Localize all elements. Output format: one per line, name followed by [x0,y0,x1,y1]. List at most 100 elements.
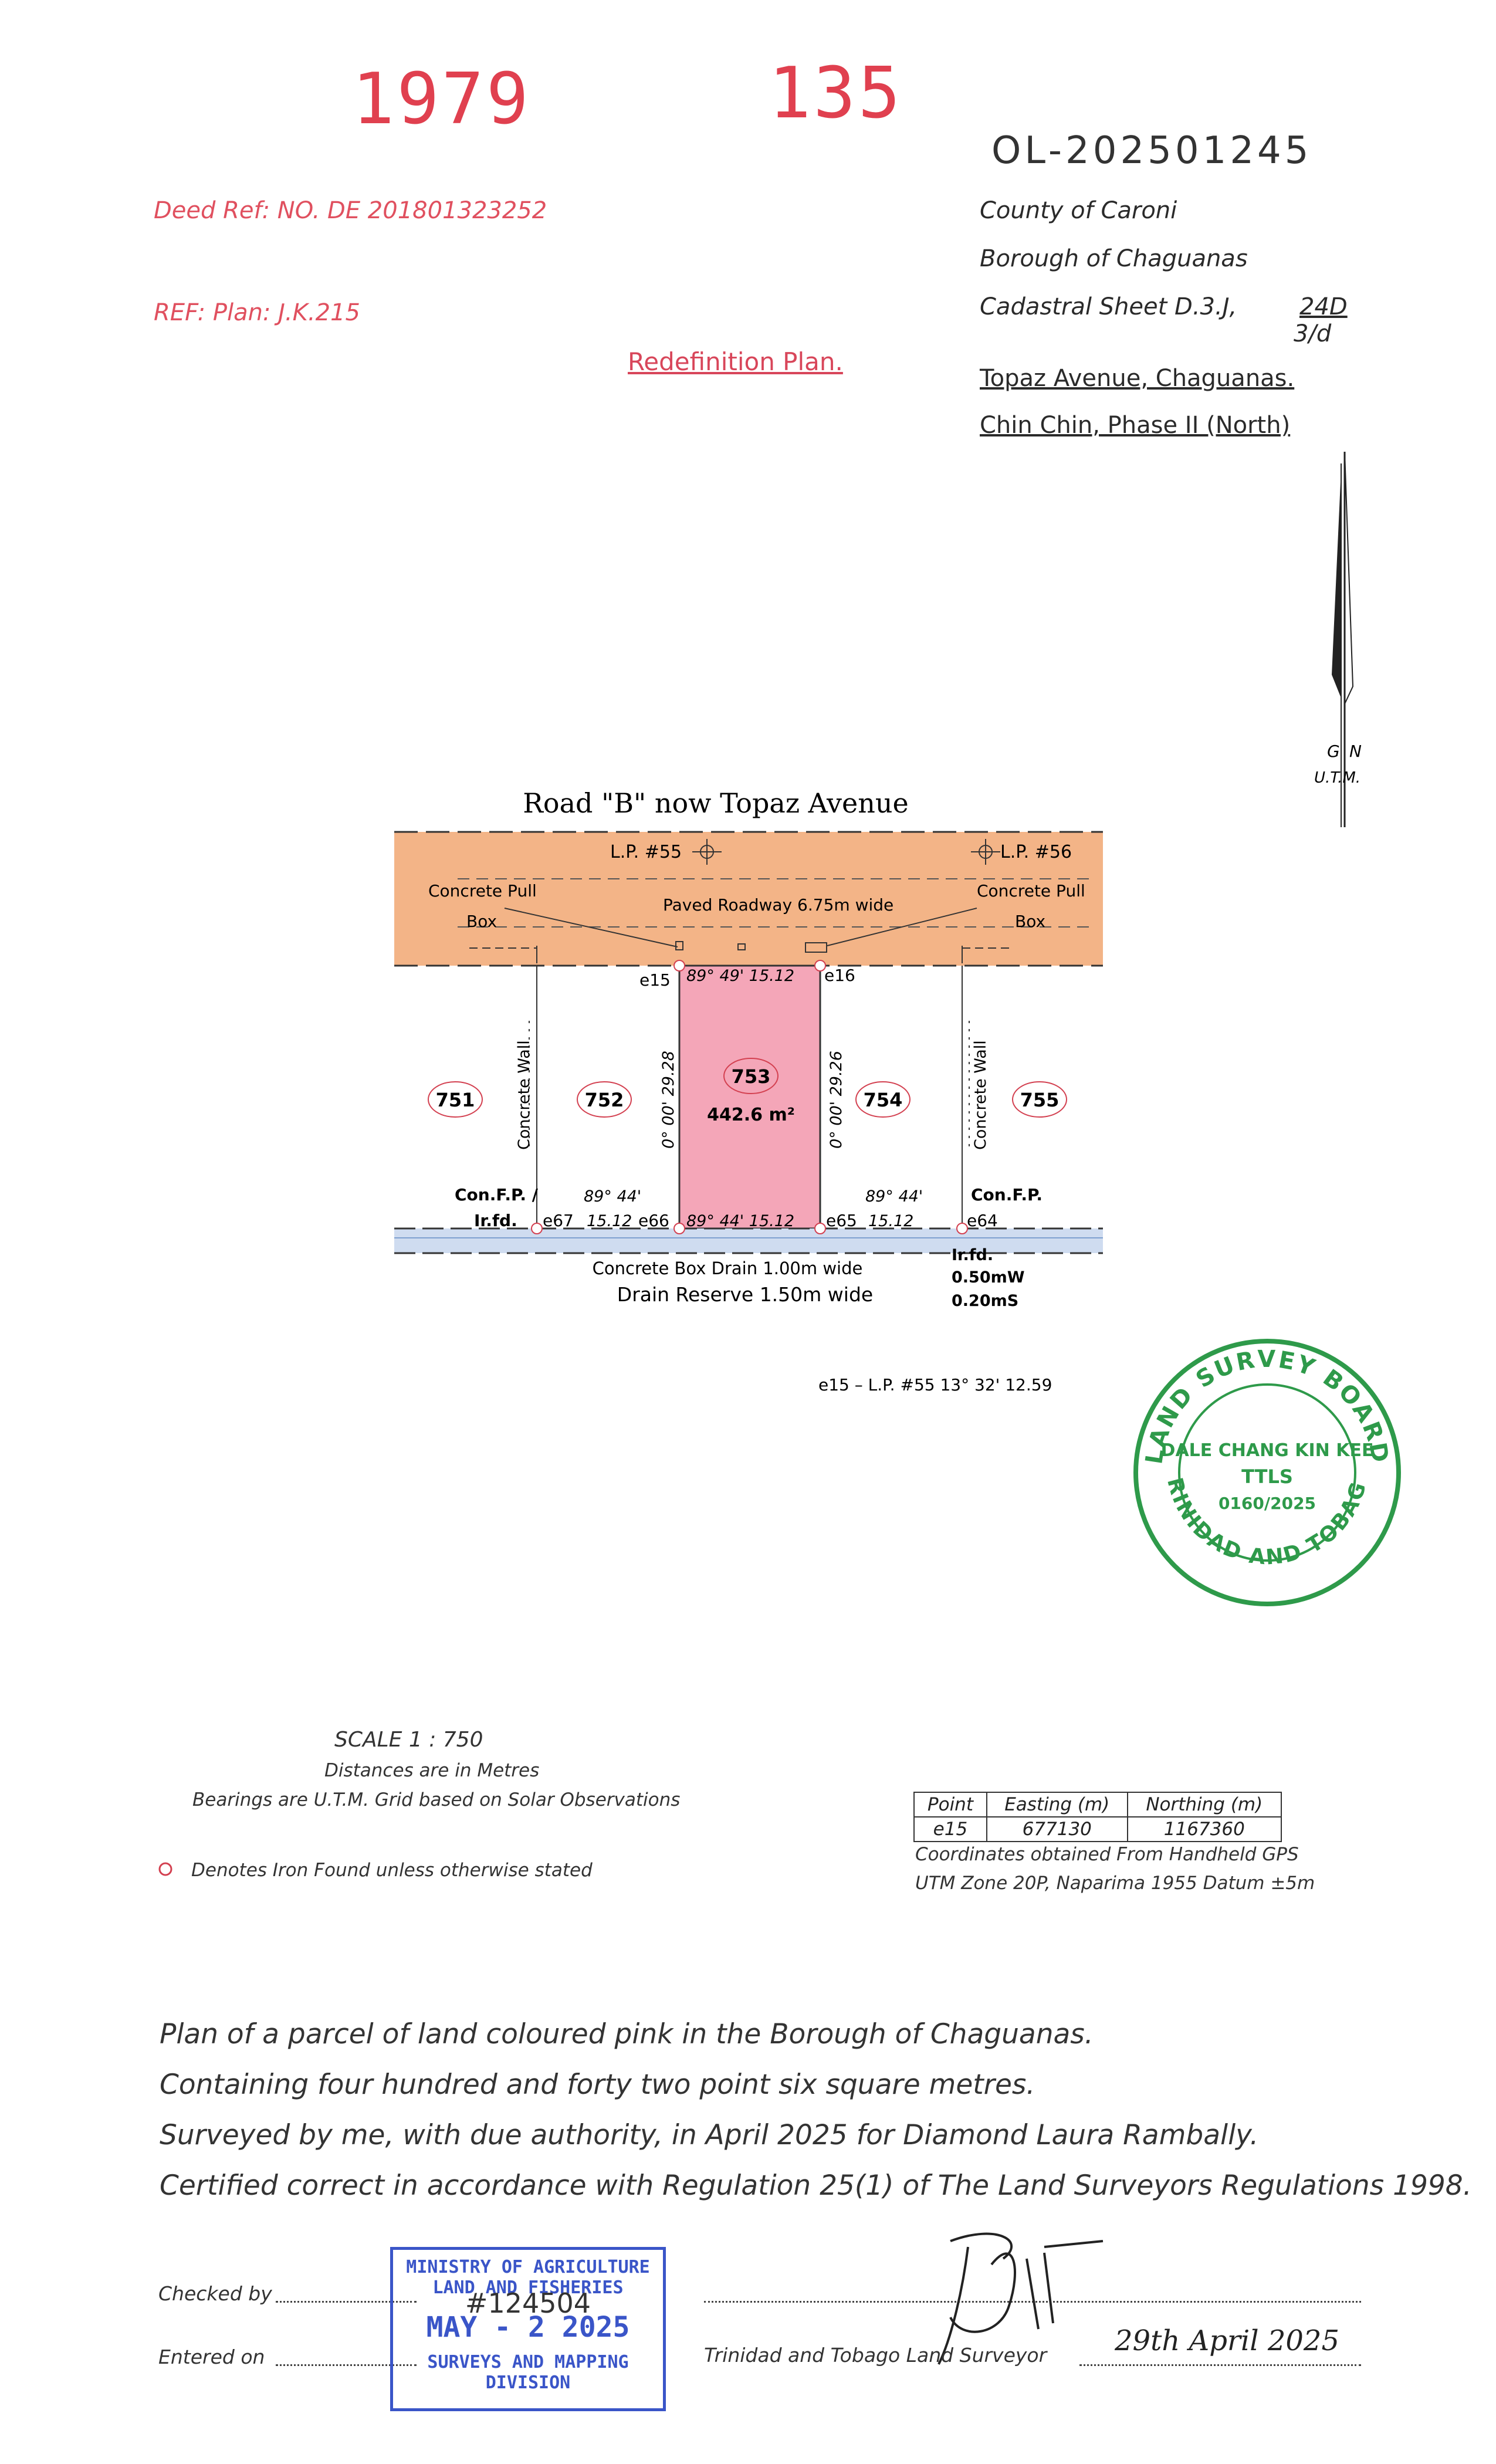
top-bearing: 89° 49' 15.12 [686,967,794,985]
iron-found-right: Ir.fd. [952,1246,993,1264]
pull-box-left-label: Concrete Pull [428,881,537,901]
surveyor-signature [937,2232,1104,2365]
table-row: e15 677130 1167360 [913,1816,1282,1842]
survey-plan: Road "B" now Topaz Avenue L.P. #55 L.P. … [394,787,1103,1395]
certificate-line-4: Certified correct in accordance with Reg… [160,2169,1472,2202]
coordinates-note-2: UTM Zone 20P, Naparima 1955 Datum ±5m [915,1873,1315,1894]
scale-label: SCALE 1 : 750 [334,1728,483,1752]
checked-by-line [276,2301,417,2303]
seal-name: DALE CHANG KIN KEE [1161,1440,1374,1461]
drain-reserve [394,1228,1103,1253]
pull-box-left-icon [675,941,683,950]
left-distance: 15.12 [587,1212,632,1230]
lot-753: 753 [732,1065,771,1088]
certificate-line-2: Containing four hundred and forty two po… [160,2069,1035,2101]
east-boundary: 0° 00' 29.26 [827,1051,845,1149]
address-line-2: Chin Chin, Phase II (North) [980,412,1291,439]
west-boundary: 0° 00' 29.28 [659,1051,678,1149]
plan-title: Redefinition Plan. [628,347,843,376]
iron-found-e15-icon [673,960,685,972]
cadastral-sheet-sub: 3/d [1294,320,1332,347]
drain-label: Concrete Box Drain 1.00m wide [593,1258,863,1278]
entered-on-label: Entered on [158,2345,265,2368]
pull-box-mid-icon [737,943,746,950]
coordinates-northing: 1167360 [1126,1816,1282,1842]
north-label-g: G [1327,742,1340,761]
borough: Borough of Chaguanas [980,245,1248,272]
land-survey-board-seal: LAND SURVEY BOARD TRINIDAD AND TOBAGO DA… [1126,1332,1401,1606]
certificate-text: Plan of a parcel of land coloured pink i… [160,2009,1472,2211]
cadastral-sheet-number: 24D [1299,293,1348,320]
certificate-line-1: Plan of a parcel of land coloured pink i… [160,2018,1094,2050]
ministry-stamp-line-2: LAND AND FISHERIES [432,2277,624,2298]
point-e15: e15 [639,970,671,990]
coordinates-header-point: Point [913,1792,987,1817]
north-arrow-icon: G N U.T.M. [1314,452,1362,827]
coordinates-table: Point Easting (m) Northing (m) e15 67713… [913,1792,1282,1842]
cadastral-sheet: Cadastral Sheet D.3.J, [980,293,1237,320]
coordinates-point: e15 [913,1816,987,1842]
lamp-post-56-icon [971,839,1000,865]
right-bearing: 89° 44' [865,1187,923,1206]
signed-date: 29th April 2025 [1115,2324,1339,2357]
pull-box-right-icon [805,942,827,953]
concrete-wall-right: Concrete Wall [972,1040,990,1150]
entered-on-line [276,2364,417,2366]
certificate-line-3: Surveyed by me, with due authority, in A… [160,2119,1259,2151]
north-label-n: N [1349,742,1362,761]
concrete-wall-left: Concrete Wall [515,1040,533,1150]
lamp-post-55-icon [692,839,722,865]
iron-found-legend: Denotes Iron Found unless otherwise stat… [191,1860,593,1881]
file-number: OL-202501245 [991,129,1312,172]
north-label-utm: U.T.M. [1314,769,1360,787]
bearings-note: Bearings are U.T.M. Grid based on Solar … [192,1789,681,1810]
roadway-label: Paved Roadway 6.75m wide [663,895,893,915]
ministry-stamp-handwritten: #124504 [465,2287,591,2319]
iron-found-e65-icon [814,1223,826,1234]
point-e67: e67 [543,1211,574,1230]
ministry-stamp: MINISTRY OF AGRICULTURE LAND AND FISHERI… [390,2247,666,2411]
bottom-bearing: 89° 44' 15.12 [686,1212,794,1230]
pull-box-right-label-2: Box [1015,912,1045,931]
stamp-number-left: 1979 [352,59,531,140]
coordinates-header-easting: Easting (m) [986,1792,1128,1817]
address-line-1: Topaz Avenue, Chaguanas. [980,365,1295,392]
seal-license: 0160/2025 [1219,1494,1316,1513]
checked-by-label: Checked by [158,2282,272,2305]
lamp-post-55-label: L.P. #55 [610,842,682,862]
right-distance: 15.12 [868,1212,913,1230]
left-bearing: 89° 44' [584,1187,641,1206]
date-line [1079,2364,1361,2366]
iron-found-e64-icon [956,1223,968,1234]
tie-line: e15 – L.P. #55 13° 32' 12.59 [818,1375,1052,1395]
coordinates-header-row: Point Easting (m) Northing (m) [913,1792,1282,1817]
fence-post-left: Con.F.P. / [455,1185,539,1204]
signature-line [704,2301,1361,2303]
coordinates-header-northing: Northing (m) [1126,1792,1282,1817]
seal-ttls: TTLS [1241,1465,1293,1488]
point-e66: e66 [638,1211,669,1230]
road-title: Road "B" now Topaz Avenue [523,787,908,819]
parcel-area: 442.6 m² [707,1105,795,1125]
lot-751: 751 [436,1089,475,1111]
ministry-stamp-date: MAY - 2 2025 [426,2311,630,2344]
point-e64: e64 [967,1211,998,1230]
pull-box-right-label: Concrete Pull [977,881,1085,901]
ministry-stamp-line-5: DIVISION [485,2372,571,2393]
deed-ref: Deed Ref: NO. DE 201801323252 [154,197,547,224]
pull-box-left-label-2: Box [466,912,497,931]
coordinates-easting: 677130 [986,1816,1128,1842]
lot-755: 755 [1020,1089,1060,1111]
iron-found-legend-icon [158,1862,172,1876]
surveyor-label: Trinidad and Tobago Land Surveyor [704,2344,1047,2367]
drain-reserve-label: Drain Reserve 1.50m wide [617,1283,873,1306]
road-reserve [394,832,1103,966]
offset-west: 0.50mW [952,1268,1025,1287]
iron-found-e16-icon [814,960,826,972]
ministry-stamp-line-1: MINISTRY OF AGRICULTURE [406,2257,650,2277]
point-e65: e65 [826,1211,857,1230]
lamp-post-56-label: L.P. #56 [1000,842,1072,862]
distances-note: Distances are in Metres [324,1760,540,1781]
offset-south: 0.20mS [952,1292,1018,1310]
lot-754: 754 [864,1089,903,1111]
